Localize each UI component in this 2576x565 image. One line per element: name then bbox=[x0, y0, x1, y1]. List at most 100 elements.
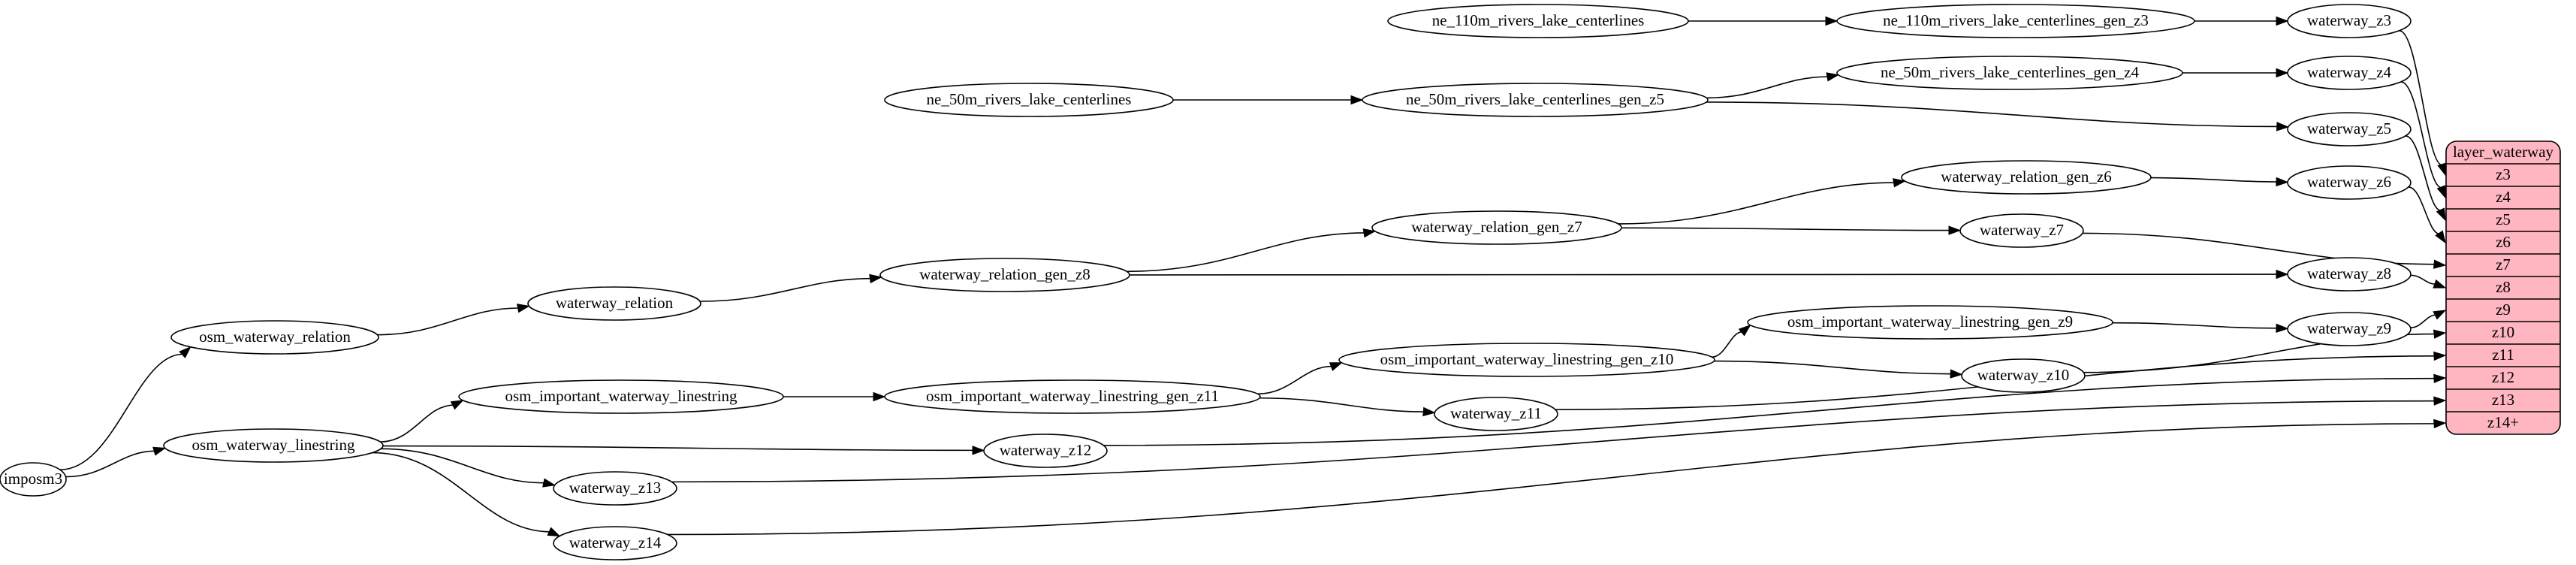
graph-node-ne-110m-rivers-lake-centerlines[interactable]: ne_110m_rivers_lake_centerlines bbox=[1387, 4, 1689, 38]
graph-node-osm-important-waterway-linestring[interactable]: osm_important_waterway_linestring bbox=[458, 379, 784, 414]
graph-node-waterway-z13[interactable]: waterway_z13 bbox=[553, 471, 677, 506]
node-ellipse bbox=[2287, 312, 2412, 346]
node-ellipse bbox=[2287, 112, 2412, 147]
graph-edge bbox=[2150, 177, 2278, 183]
graph-node-waterway-z9[interactable]: waterway_z9 bbox=[2287, 312, 2412, 346]
node-ellipse bbox=[1961, 358, 2086, 393]
arrow-head-icon bbox=[972, 446, 985, 455]
graph-edge bbox=[1706, 76, 1828, 99]
table-row-z13[interactable]: z13 bbox=[2492, 391, 2514, 409]
node-ellipse bbox=[1362, 83, 1709, 117]
graph-edge bbox=[381, 448, 544, 484]
graph-edge bbox=[377, 307, 519, 336]
graph-node-waterway-relation-gen-z7[interactable]: waterway_relation_gen_z7 bbox=[1371, 210, 1622, 245]
node-label: waterway_z5 bbox=[2307, 119, 2391, 137]
graph-node-waterway-z12[interactable]: waterway_z12 bbox=[983, 434, 1108, 468]
node-ellipse bbox=[553, 471, 677, 506]
arrow-head-icon bbox=[1362, 228, 1377, 238]
table-row-z5[interactable]: z5 bbox=[2496, 210, 2511, 228]
node-label: osm_important_waterway_linestring_gen_z1… bbox=[1380, 350, 1674, 368]
graph-node-waterway-relation-gen-z8[interactable]: waterway_relation_gen_z8 bbox=[879, 258, 1130, 292]
node-ellipse bbox=[1747, 305, 2113, 340]
table-row-z6[interactable]: z6 bbox=[2496, 233, 2511, 251]
layer-waterway-title: layer_waterway bbox=[2453, 143, 2554, 161]
graph-node-waterway-z3[interactable]: waterway_z3 bbox=[2287, 4, 2412, 38]
graph-node-waterway-z7[interactable]: waterway_z7 bbox=[1959, 213, 2084, 248]
graph-node-ne-50m-rivers-lake-centerlines[interactable]: ne_50m_rivers_lake_centerlines bbox=[884, 83, 1174, 117]
graph-edge bbox=[1621, 227, 1950, 231]
node-ellipse bbox=[2287, 165, 2412, 200]
graph-node-ne-110m-rivers-lake-centerlines-gen-z3[interactable]: ne_110m_rivers_lake_centerlines_gen_z3 bbox=[1836, 4, 2195, 38]
table-row-z4[interactable]: z4 bbox=[2496, 188, 2511, 206]
node-label: waterway_z12 bbox=[1000, 441, 1091, 459]
node-label: imposm3 bbox=[4, 470, 62, 488]
arrow-head-icon bbox=[2433, 329, 2447, 339]
graph-node-ne-50m-rivers-lake-centerlines-gen-z4[interactable]: ne_50m_rivers_lake_centerlines_gen_z4 bbox=[1836, 56, 2183, 90]
graph-node-waterway-z11[interactable]: waterway_z11 bbox=[1434, 397, 1558, 431]
graph-edge bbox=[1129, 273, 2278, 276]
graph-edge bbox=[2399, 29, 2443, 166]
graph-edge bbox=[59, 353, 183, 471]
graph-edge bbox=[2408, 186, 2440, 235]
table-row-z12[interactable]: z12 bbox=[2492, 368, 2514, 386]
arrow-head-icon bbox=[1948, 225, 1962, 235]
arrow-head-icon bbox=[2433, 310, 2447, 320]
arrow-head-icon bbox=[516, 304, 530, 313]
node-ellipse bbox=[163, 428, 384, 463]
node-label: waterway_relation bbox=[556, 294, 674, 312]
node-ellipse bbox=[1387, 4, 1689, 38]
graph-node-waterway-z4[interactable]: waterway_z4 bbox=[2287, 56, 2412, 90]
graph-node-imposm3[interactable]: imposm3 bbox=[0, 462, 67, 497]
node-label: osm_waterway_linestring bbox=[192, 436, 355, 454]
graph-node-waterway-z8[interactable]: waterway_z8 bbox=[2287, 257, 2412, 292]
node-ellipse bbox=[879, 258, 1130, 292]
arrow-head-icon bbox=[869, 273, 882, 284]
table-row-z9[interactable]: z9 bbox=[2496, 301, 2511, 319]
node-ellipse bbox=[1836, 56, 2183, 90]
table-row-z7[interactable]: z7 bbox=[2496, 255, 2511, 273]
arrow-head-icon bbox=[1893, 178, 1906, 188]
table-row-z11[interactable]: z11 bbox=[2492, 346, 2514, 364]
node-label: osm_important_waterway_linestring bbox=[505, 387, 738, 405]
edges-layer bbox=[59, 16, 2447, 537]
graph-node-waterway-z14[interactable]: waterway_z14 bbox=[553, 526, 677, 560]
graph-node-waterway-z6[interactable]: waterway_z6 bbox=[2287, 165, 2412, 200]
table-row-z10[interactable]: z10 bbox=[2492, 323, 2514, 341]
graph-node-waterway-relation[interactable]: waterway_relation bbox=[527, 286, 701, 321]
graph-edge bbox=[380, 404, 454, 443]
graph-node-osm-waterway-relation[interactable]: osm_waterway_relation bbox=[170, 320, 379, 355]
node-label: waterway_relation_gen_z6 bbox=[1941, 168, 2111, 186]
arrow-head-icon bbox=[179, 346, 192, 358]
arrow-head-icon bbox=[2433, 279, 2447, 289]
table-row-z14-plus[interactable]: z14+ bbox=[2487, 413, 2519, 431]
graph-node-osm-important-waterway-linestring-gen-z11[interactable]: osm_important_waterway_linestring_gen_z1… bbox=[884, 379, 1261, 414]
arrow-head-icon bbox=[1826, 72, 1840, 82]
layer-waterway-table bbox=[2445, 140, 2561, 435]
graph-node-waterway-z5[interactable]: waterway_z5 bbox=[2287, 112, 2412, 147]
node-ellipse bbox=[2287, 257, 2412, 292]
graph-node-osm-important-waterway-linestring-gen-z9[interactable]: osm_important_waterway_linestring_gen_z9 bbox=[1747, 305, 2113, 340]
arrow-head-icon bbox=[2436, 185, 2446, 199]
graph-edge bbox=[65, 450, 155, 478]
graph-node-osm-waterway-linestring[interactable]: osm_waterway_linestring bbox=[163, 428, 384, 463]
graph-edge bbox=[1127, 232, 1365, 273]
graph-edge bbox=[2405, 135, 2442, 212]
node-ellipse bbox=[1836, 4, 2195, 38]
graph-node-waterway-relation-gen-z6[interactable]: waterway_relation_gen_z6 bbox=[1901, 160, 2152, 195]
graph-node-waterway-z10[interactable]: waterway_z10 bbox=[1961, 358, 2086, 393]
arrow-head-icon bbox=[2436, 207, 2446, 222]
node-label: ne_50m_rivers_lake_centerlines_gen_z5 bbox=[1406, 90, 1664, 108]
table-row-z3[interactable]: z3 bbox=[2496, 165, 2511, 183]
graph-edge bbox=[2410, 274, 2436, 286]
graph-node-ne-50m-rivers-lake-centerlines-gen-z5[interactable]: ne_50m_rivers_lake_centerlines_gen_z5 bbox=[1362, 83, 1709, 117]
graph-node-osm-important-waterway-linestring-gen-z10[interactable]: osm_important_waterway_linestring_gen_z1… bbox=[1338, 343, 1715, 377]
arrow-head-icon bbox=[547, 527, 561, 537]
node-ellipse bbox=[527, 286, 701, 321]
arrow-head-icon bbox=[2433, 396, 2447, 406]
arrow-head-icon bbox=[1738, 324, 1751, 337]
node-label: waterway_z7 bbox=[1980, 221, 2064, 239]
arrow-head-icon bbox=[1329, 362, 1343, 371]
table-row-z8[interactable]: z8 bbox=[2496, 278, 2511, 296]
node-label: waterway_relation_gen_z7 bbox=[1411, 218, 1582, 236]
arrow-head-icon bbox=[1350, 95, 1364, 105]
